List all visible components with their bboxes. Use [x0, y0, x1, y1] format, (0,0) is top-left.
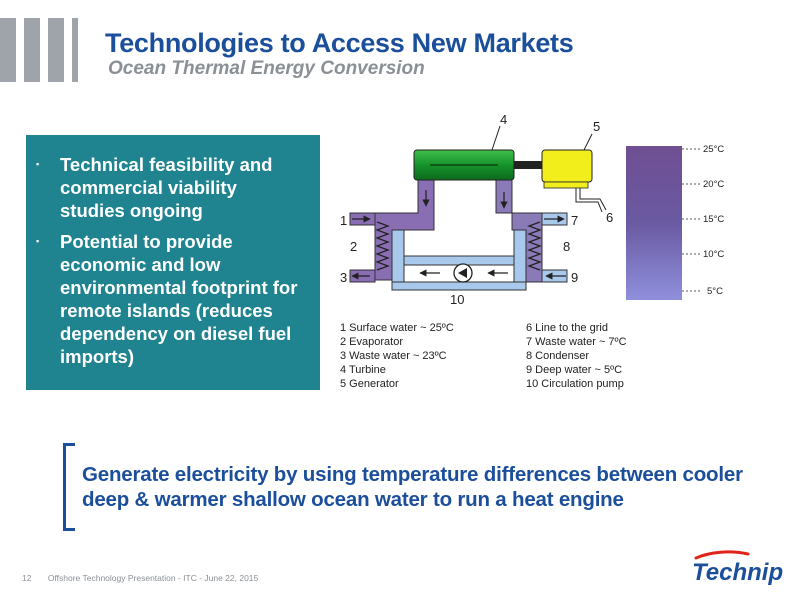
diagram-number: 8 [563, 239, 570, 254]
legend-item: 6 Line to the grid [526, 322, 608, 334]
slide-subtitle: Ocean Thermal Energy Conversion [108, 58, 425, 79]
temperature-ticks [682, 148, 702, 292]
legend-item: 3 Waste water ~ 23ºC [340, 350, 447, 362]
decor-bar [72, 18, 78, 82]
temperature-label: 5°C [707, 286, 723, 297]
temperature-label: 10°C [703, 249, 724, 260]
bullet-item: ▪ Technical feasibility and commercial v… [36, 153, 306, 222]
diagram-number: 6 [606, 210, 613, 225]
legend-item: 2 Evaporator [340, 336, 403, 348]
temperature-label: 15°C [703, 214, 724, 225]
page-number: 12 [22, 573, 32, 583]
working-fluid-loop [391, 229, 527, 291]
leader-line [583, 133, 593, 151]
evaporator-coil [375, 221, 390, 271]
temperature-gradient-bar [626, 146, 682, 300]
diagram-number: 5 [593, 119, 600, 134]
temperature-label: 25°C [703, 144, 724, 155]
otec-diagram-svg: 4 5 6 1 2 3 7 8 9 10 1 Surface water ~ 2… [340, 112, 724, 390]
bullet-text: Potential to provide economic and low en… [60, 231, 298, 367]
grid-line [579, 188, 607, 211]
legend-item: 7 Waste water ~ 7ºC [526, 336, 627, 348]
decor-bar [48, 18, 64, 82]
bullet-marker: ▪ [36, 236, 40, 246]
legend-item: 1 Surface water ~ 25ºC [340, 322, 454, 334]
footer: 12 Offshore Technology Presentation - IT… [22, 573, 258, 583]
decor-bar [0, 18, 16, 82]
grid-line [575, 188, 603, 213]
temperature-label: 20°C [703, 179, 724, 190]
leader-line [491, 125, 501, 151]
diagram-number: 7 [571, 213, 578, 228]
logo-text: Technip [692, 559, 783, 586]
condenser-coil [527, 221, 542, 271]
bullet-text: Technical feasibility and commercial via… [60, 154, 273, 221]
bullet-item: ▪ Potential to provide economic and low … [36, 230, 306, 368]
diagram-number: 10 [450, 292, 464, 307]
bullet-marker: ▪ [36, 159, 40, 169]
legend-item: 10 Circulation pump [526, 378, 624, 390]
legend-item: 4 Turbine [340, 364, 386, 376]
diagram-number: 9 [571, 270, 578, 285]
slide-title: Technologies to Access New Markets [105, 28, 574, 58]
circulation-pump-icon [453, 263, 473, 283]
otec-diagram: 4 5 6 1 2 3 7 8 9 10 1 Surface water ~ 2… [330, 110, 740, 400]
diagram-number: 4 [500, 112, 507, 127]
decor-bar [24, 18, 40, 82]
diagram-number: 3 [340, 270, 347, 285]
generator-icon [541, 149, 593, 183]
technip-logo: Technip [690, 550, 790, 590]
callout-text: Generate electricity by using temperatur… [82, 463, 743, 511]
diagram-number: 2 [350, 239, 357, 254]
legend-item: 5 Generator [340, 378, 399, 390]
drive-shaft [514, 161, 542, 169]
callout-bracket [63, 443, 75, 531]
diagram-number: 1 [340, 213, 347, 228]
legend-item: 9 Deep water ~ 5ºC [526, 364, 622, 376]
bullet-panel: ▪ Technical feasibility and commercial v… [26, 135, 320, 390]
legend-item: 8 Condenser [526, 350, 589, 362]
footer-text: Offshore Technology Presentation - ITC -… [47, 573, 259, 583]
